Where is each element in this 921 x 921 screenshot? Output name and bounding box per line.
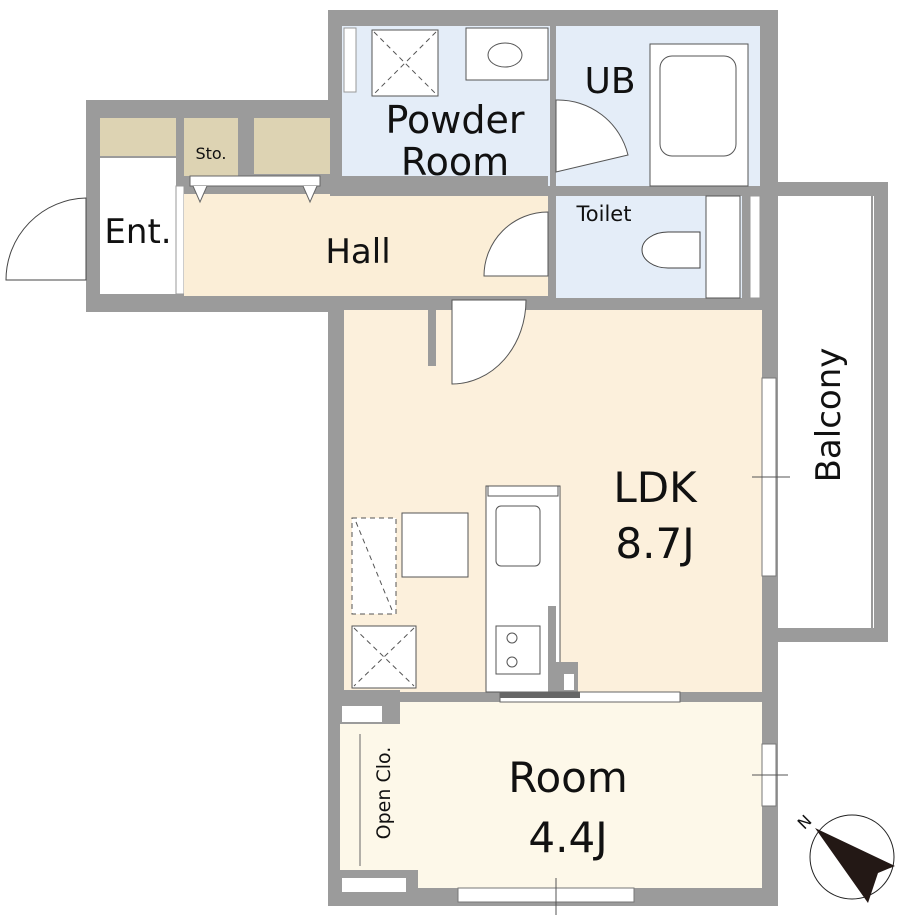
toilet-icon: [641, 231, 701, 269]
fridge-space: [401, 512, 469, 578]
powder-room-label: Powder: [385, 98, 524, 142]
toilet-door-icon: [483, 211, 549, 277]
room-size: 4.4J: [528, 813, 607, 862]
storage-label: Sto.: [195, 144, 226, 163]
door-swing-icon: [555, 99, 629, 173]
wash-basin: [465, 27, 549, 81]
ldk-size: 8.7J: [615, 519, 694, 568]
toilet-label: Toilet: [576, 202, 632, 226]
sink-icon: [487, 42, 523, 68]
balcony-area: [778, 196, 874, 628]
entrance-door-icon: [5, 197, 87, 281]
entrance: [100, 158, 176, 294]
open-closet-label: Open Clo.: [373, 747, 395, 840]
ub-label: UB: [584, 61, 635, 102]
room-label: Room: [508, 753, 628, 802]
bathtub: [649, 43, 749, 187]
balcony-label: Balcony: [809, 348, 849, 483]
svg-text:N: N: [794, 811, 816, 833]
stove-icon: [495, 625, 541, 675]
storage-3: [254, 118, 330, 174]
powder-room-label-2: Room: [401, 140, 509, 184]
kitchen-sink-icon: [495, 505, 541, 567]
north-compass-icon: N: [794, 811, 895, 903]
ldk-door-icon: [451, 299, 527, 385]
room: [340, 702, 762, 888]
storage-1: [100, 118, 176, 156]
hall: [184, 194, 548, 296]
storage-2: [184, 118, 238, 176]
hall-label: Hall: [325, 232, 390, 272]
ldk-label: LDK: [613, 463, 698, 512]
entrance-label: Ent.: [104, 212, 171, 252]
